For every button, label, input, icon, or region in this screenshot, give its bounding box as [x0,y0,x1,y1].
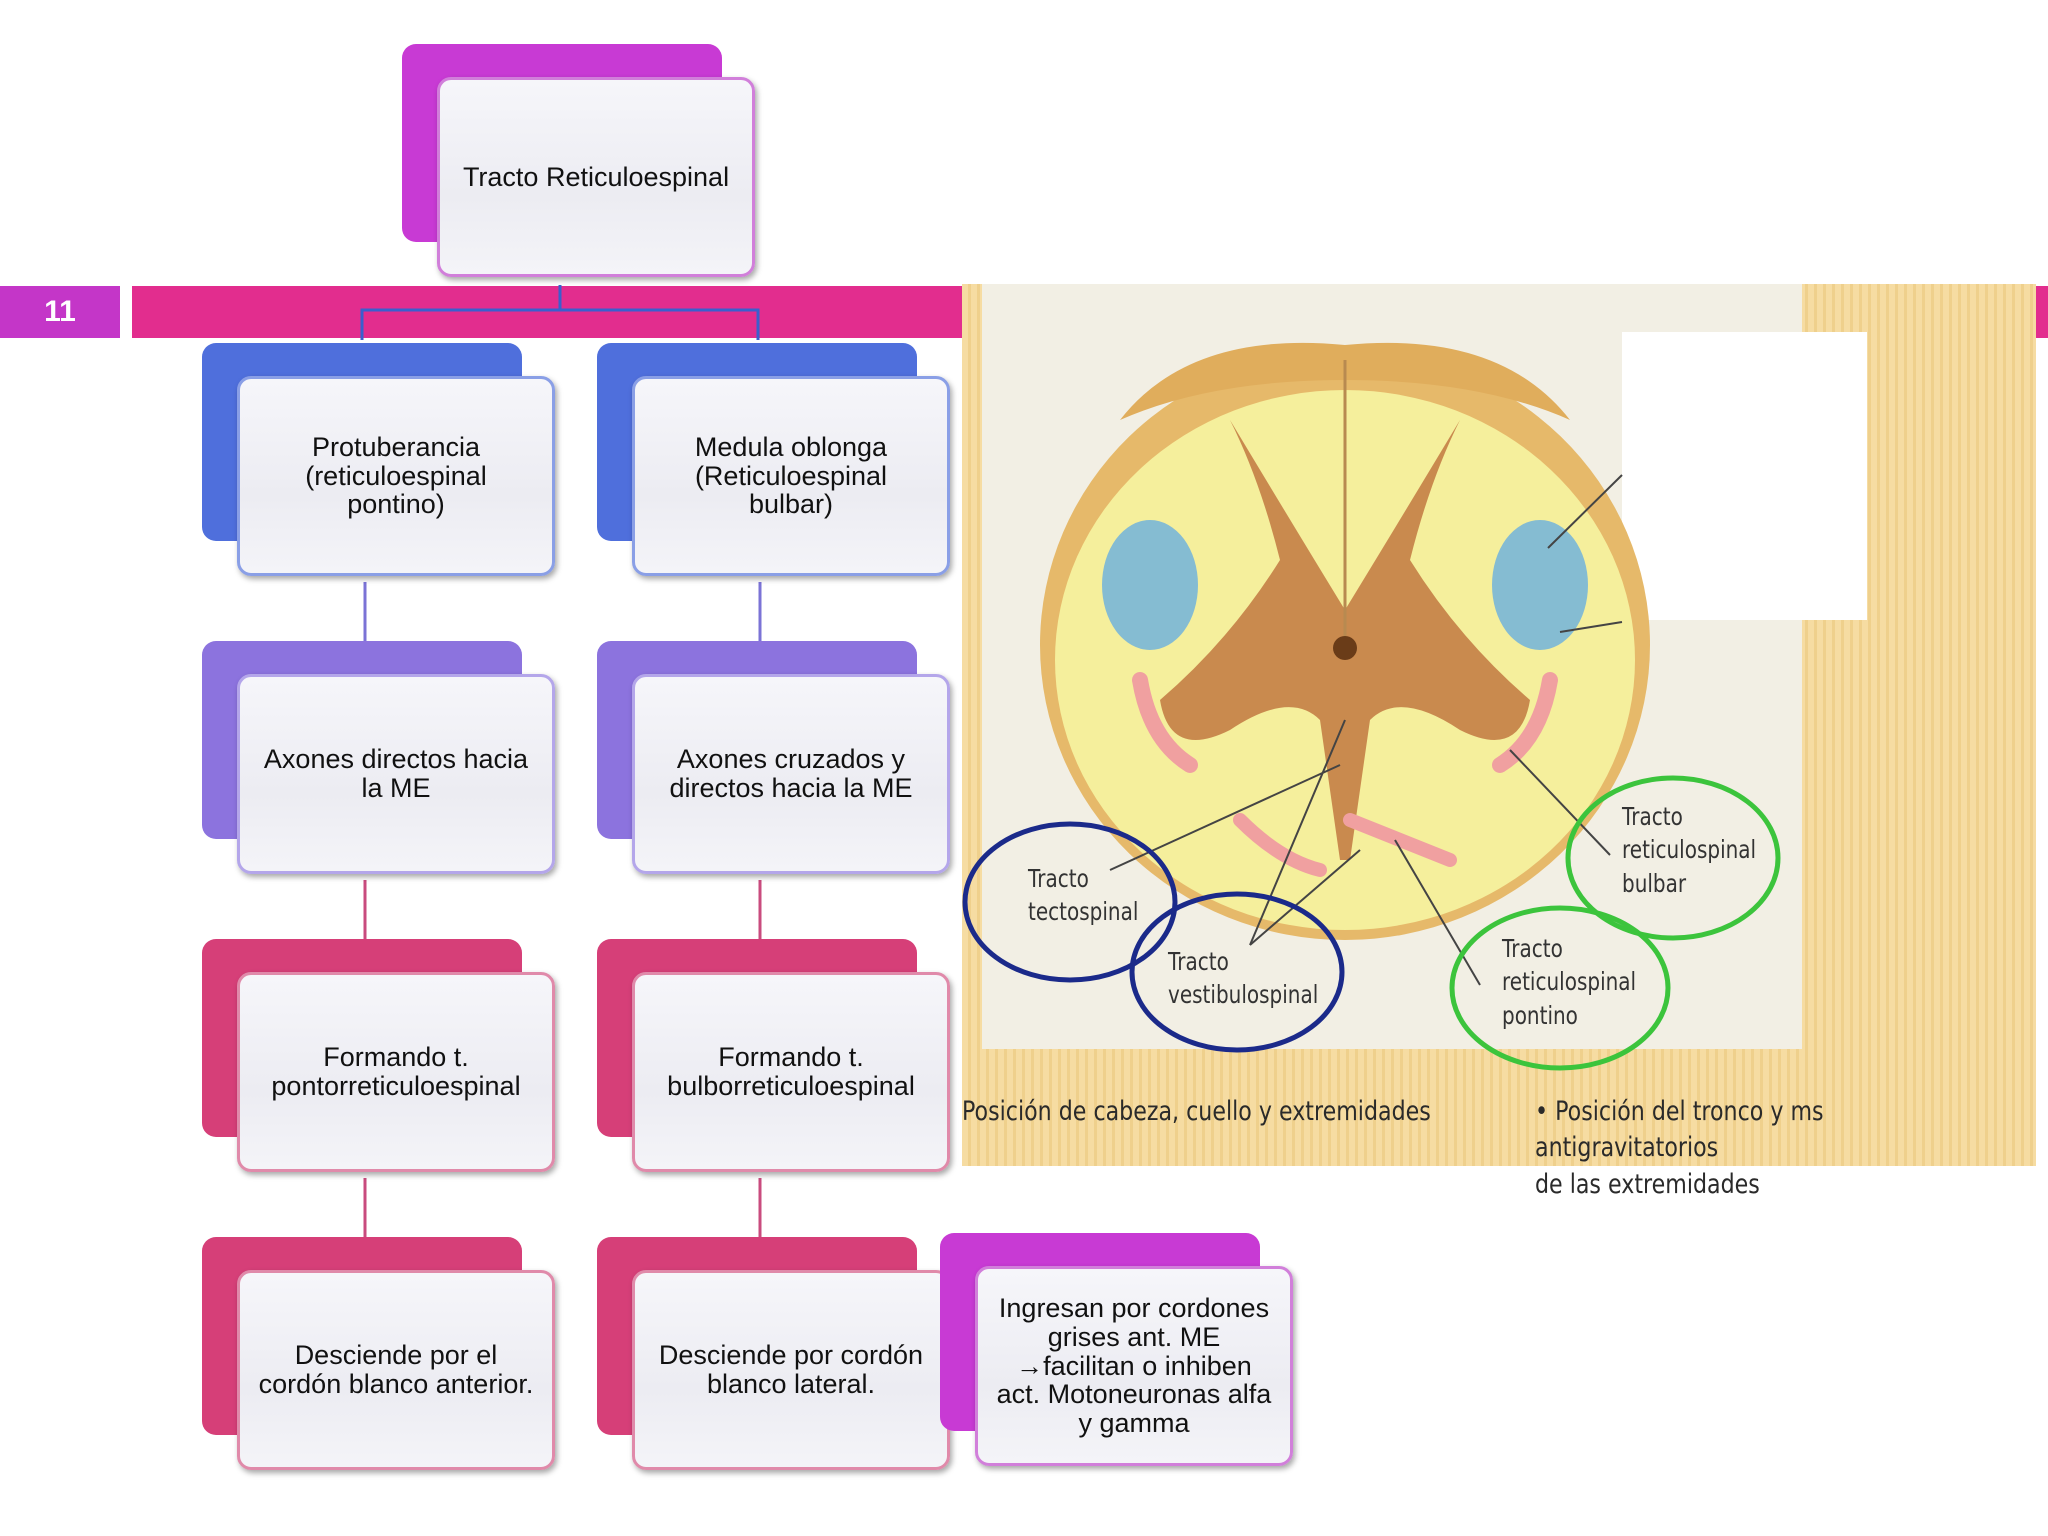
label-vestibulospinal: Tracto vestibulospinal [1168,947,1319,1010]
node-right-forming: Formando t. bulborreticuloespinal [597,939,950,1172]
node-left-descends: Desciende por el cordón blanco anterior. [202,1237,555,1470]
title-band [132,286,962,338]
caption-right: • Posición del tronco y ms antigravitato… [1535,1096,1824,1200]
node-medulla: Medula oblonga (Reticuloespinal bulbar) [597,343,950,576]
node-left-forming: Formando t. pontorreticuloespinal [202,939,555,1172]
node-right-forming-label: Formando t. bulborreticuloespinal [632,972,950,1172]
label-reticulospinal-bulbar: Tracto reticulospinal bulbar [1622,802,1757,898]
node-right-axons-label: Axones cruzados y directos hacia la ME [632,674,950,874]
node-root-label: Tracto Reticuloespinal [437,77,755,277]
label-tectospinal: Tracto tectospinal [1028,864,1139,927]
node-root: Tracto Reticuloespinal [402,44,755,277]
node-side-note: Ingresan por cordones grises ant. ME →fa… [940,1233,1293,1466]
node-left-forming-label: Formando t. pontorreticuloespinal [237,972,555,1172]
figure-mask [1622,332,1867,620]
node-right-axons: Axones cruzados y directos hacia la ME [597,641,950,874]
label-reticulospinal-pontino: Tracto reticulospinal pontino [1502,934,1637,1030]
node-pons: Protuberancia (reticuloespinal pontino) [202,343,555,576]
node-right-descends-label: Desciende por cordón blanco lateral. [632,1270,950,1470]
spinal-cord-figure [962,284,2036,1166]
node-right-descends: Desciende por cordón blanco lateral. [597,1237,950,1470]
node-left-axons: Axones directos hacia la ME [202,641,555,874]
node-medulla-label: Medula oblonga (Reticuloespinal bulbar) [632,376,950,576]
title-band-edge [2036,286,2048,338]
node-left-descends-label: Desciende por el cordón blanco anterior. [237,1270,555,1470]
node-pons-label: Protuberancia (reticuloespinal pontino) [237,376,555,576]
node-left-axons-label: Axones directos hacia la ME [237,674,555,874]
caption-left: Posición de cabeza, cuello y extremidade… [962,1096,1431,1127]
node-side-note-label: Ingresan por cordones grises ant. ME →fa… [975,1266,1293,1466]
slide-number: 11 [0,286,120,338]
